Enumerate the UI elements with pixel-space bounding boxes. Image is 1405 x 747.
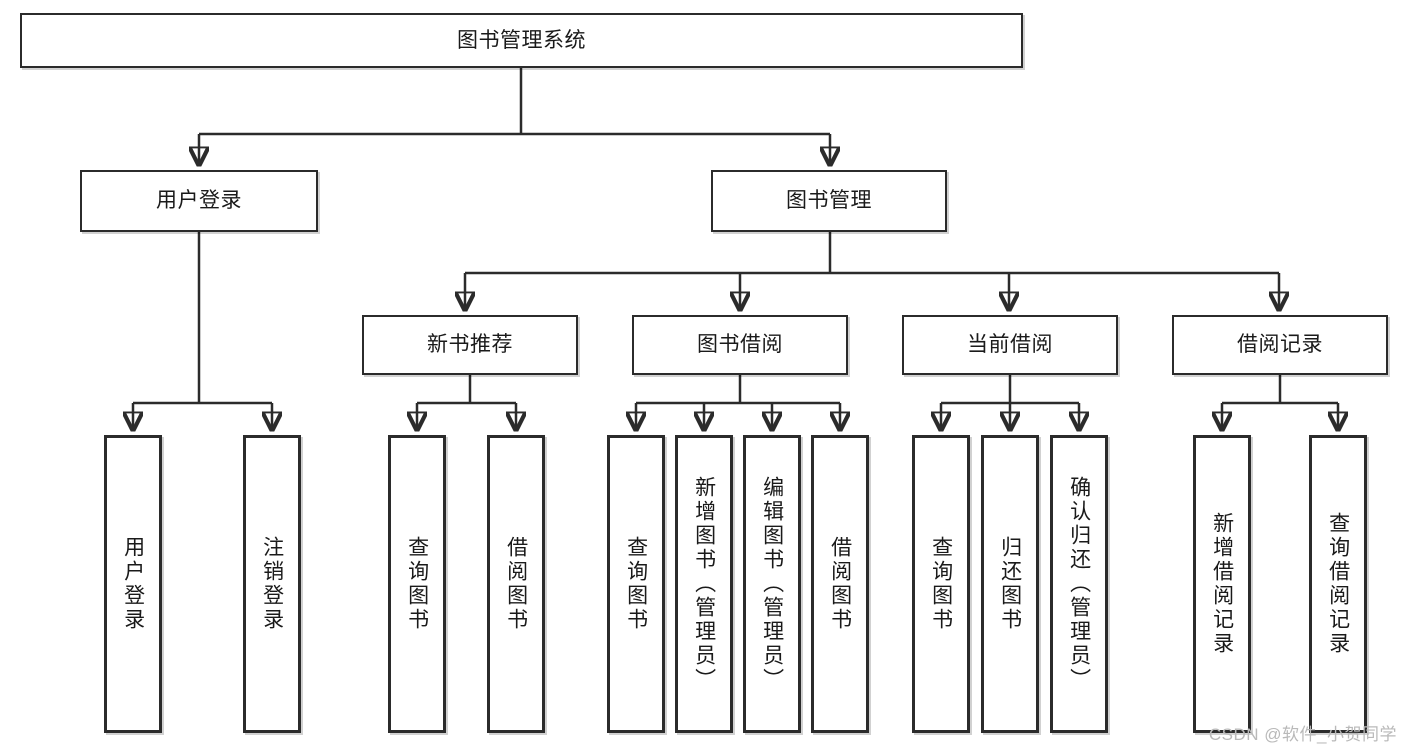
node-book-manage[interactable]: 图书管理: [711, 170, 947, 232]
leaf-label: 查询图书: [624, 536, 648, 632]
leaf-current-borrow-0[interactable]: 查询图书: [912, 435, 970, 733]
leaf-label: 编辑图书（管理员）: [760, 476, 784, 692]
leaf-book-borrow-2[interactable]: 编辑图书（管理员）: [743, 435, 801, 733]
leaf-new-book-rec-1[interactable]: 借阅图书: [487, 435, 545, 733]
node-label: 图书管理系统: [457, 28, 586, 52]
leaf-book-borrow-3[interactable]: 借阅图书: [811, 435, 869, 733]
node-label: 新书推荐: [427, 333, 513, 357]
leaf-borrow-record-0[interactable]: 新增借阅记录: [1193, 435, 1251, 733]
leaf-book-borrow-1[interactable]: 新增图书（管理员）: [675, 435, 733, 733]
leaf-label: 新增借阅记录: [1210, 512, 1234, 656]
node-label: 图书借阅: [697, 333, 783, 357]
leaf-label: 归还图书: [998, 536, 1022, 632]
leaf-label: 查询图书: [929, 536, 953, 632]
leaf-label: 注销登录: [260, 536, 284, 632]
node-new-book-recommend[interactable]: 新书推荐: [362, 315, 578, 375]
node-root-system[interactable]: 图书管理系统: [20, 13, 1023, 68]
leaf-current-borrow-2[interactable]: 确认归还（管理员）: [1050, 435, 1108, 733]
node-label: 用户登录: [156, 189, 242, 213]
leaf-label: 查询图书: [405, 536, 429, 632]
leaf-label: 查询借阅记录: [1326, 512, 1350, 656]
leaf-new-book-rec-0[interactable]: 查询图书: [388, 435, 446, 733]
node-book-borrow[interactable]: 图书借阅: [632, 315, 848, 375]
leaf-user-login-1[interactable]: 注销登录: [243, 435, 301, 733]
csdn-watermark: CSDN @软件_小贺同学: [1208, 725, 1397, 744]
node-user-login[interactable]: 用户登录: [80, 170, 318, 232]
node-label: 借阅记录: [1237, 333, 1323, 357]
leaf-current-borrow-1[interactable]: 归还图书: [981, 435, 1039, 733]
leaf-label: 新增图书（管理员）: [692, 476, 716, 692]
leaf-user-login-0[interactable]: 用户登录: [104, 435, 162, 733]
leaf-label: 借阅图书: [504, 536, 528, 632]
node-current-borrow[interactable]: 当前借阅: [902, 315, 1118, 375]
node-label: 图书管理: [786, 189, 872, 213]
leaf-label: 确认归还（管理员）: [1067, 476, 1091, 692]
node-label: 当前借阅: [967, 333, 1053, 357]
node-borrow-record[interactable]: 借阅记录: [1172, 315, 1388, 375]
leaf-label: 用户登录: [121, 536, 145, 632]
leaf-book-borrow-0[interactable]: 查询图书: [607, 435, 665, 733]
leaf-borrow-record-1[interactable]: 查询借阅记录: [1309, 435, 1367, 733]
leaf-label: 借阅图书: [828, 536, 852, 632]
